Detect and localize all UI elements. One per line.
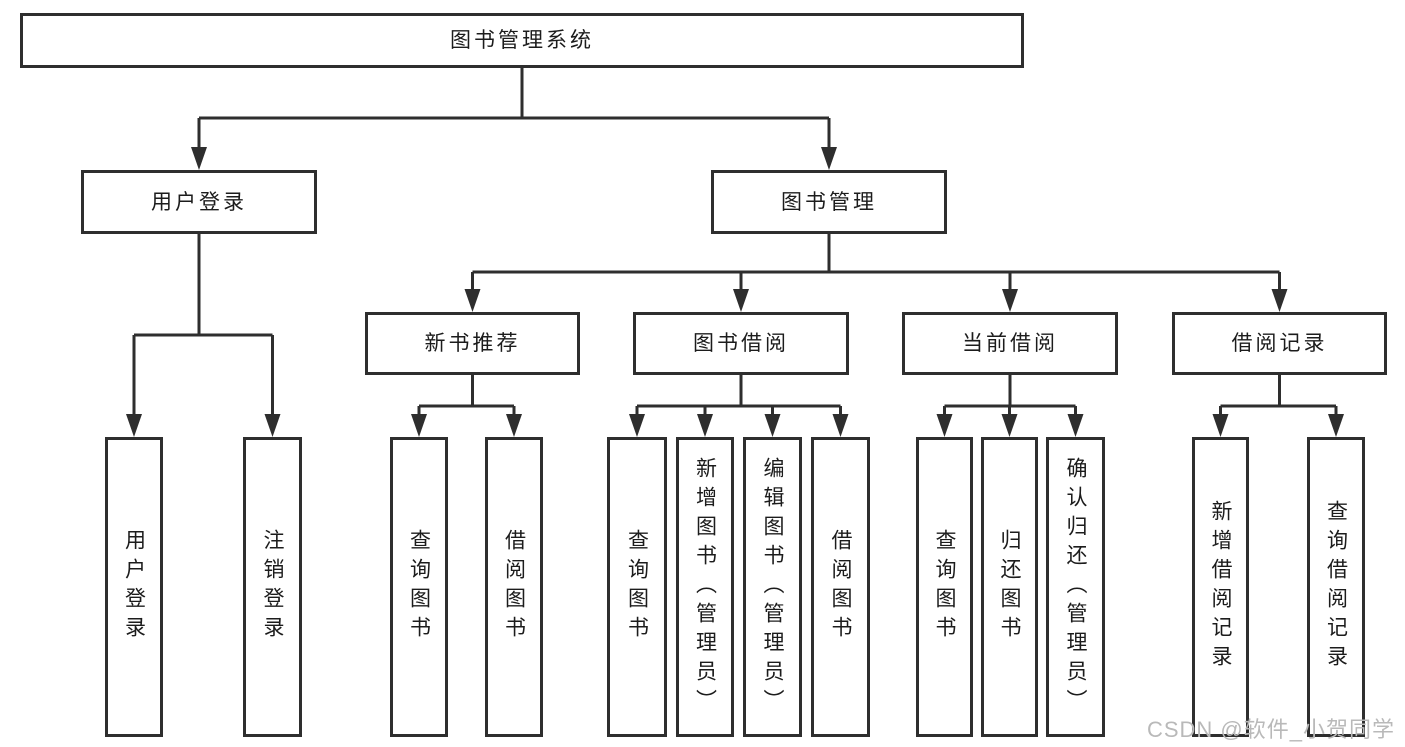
node-user-login-group: 用户登录	[81, 170, 317, 234]
node-book-borrow: 图书借阅	[633, 312, 849, 375]
node-current-borrow: 当前借阅	[902, 312, 1118, 375]
leaf-query-books-current: 查询图书	[916, 437, 973, 737]
csdn-watermark: CSDN @软件_小贺同学	[1146, 717, 1395, 742]
leaf-add-books-admin: 新增图书（管理员）	[676, 437, 734, 737]
leaf-query-borrow-record: 查询借阅记录	[1307, 437, 1365, 737]
leaf-user-login: 用户登录	[105, 437, 163, 737]
leaf-query-books-borrow: 查询图书	[607, 437, 667, 737]
leaf-borrow-books: 借阅图书	[811, 437, 870, 737]
leaf-query-books-recommend: 查询图书	[390, 437, 448, 737]
arrowhead-icons	[126, 147, 1344, 437]
node-book-management: 图书管理	[711, 170, 947, 234]
node-borrow-records: 借阅记录	[1172, 312, 1387, 375]
leaf-return-books: 归还图书	[981, 437, 1038, 737]
node-library-management-system: 图书管理系统	[20, 13, 1024, 68]
leaf-confirm-return-admin: 确认归还（管理员）	[1046, 437, 1105, 737]
node-new-book-recommend: 新书推荐	[365, 312, 580, 375]
leaf-borrow-books-recommend: 借阅图书	[485, 437, 543, 737]
leaf-logout: 注销登录	[243, 437, 302, 737]
leaf-edit-books-admin: 编辑图书（管理员）	[743, 437, 802, 737]
leaf-add-borrow-record: 新增借阅记录	[1192, 437, 1249, 737]
